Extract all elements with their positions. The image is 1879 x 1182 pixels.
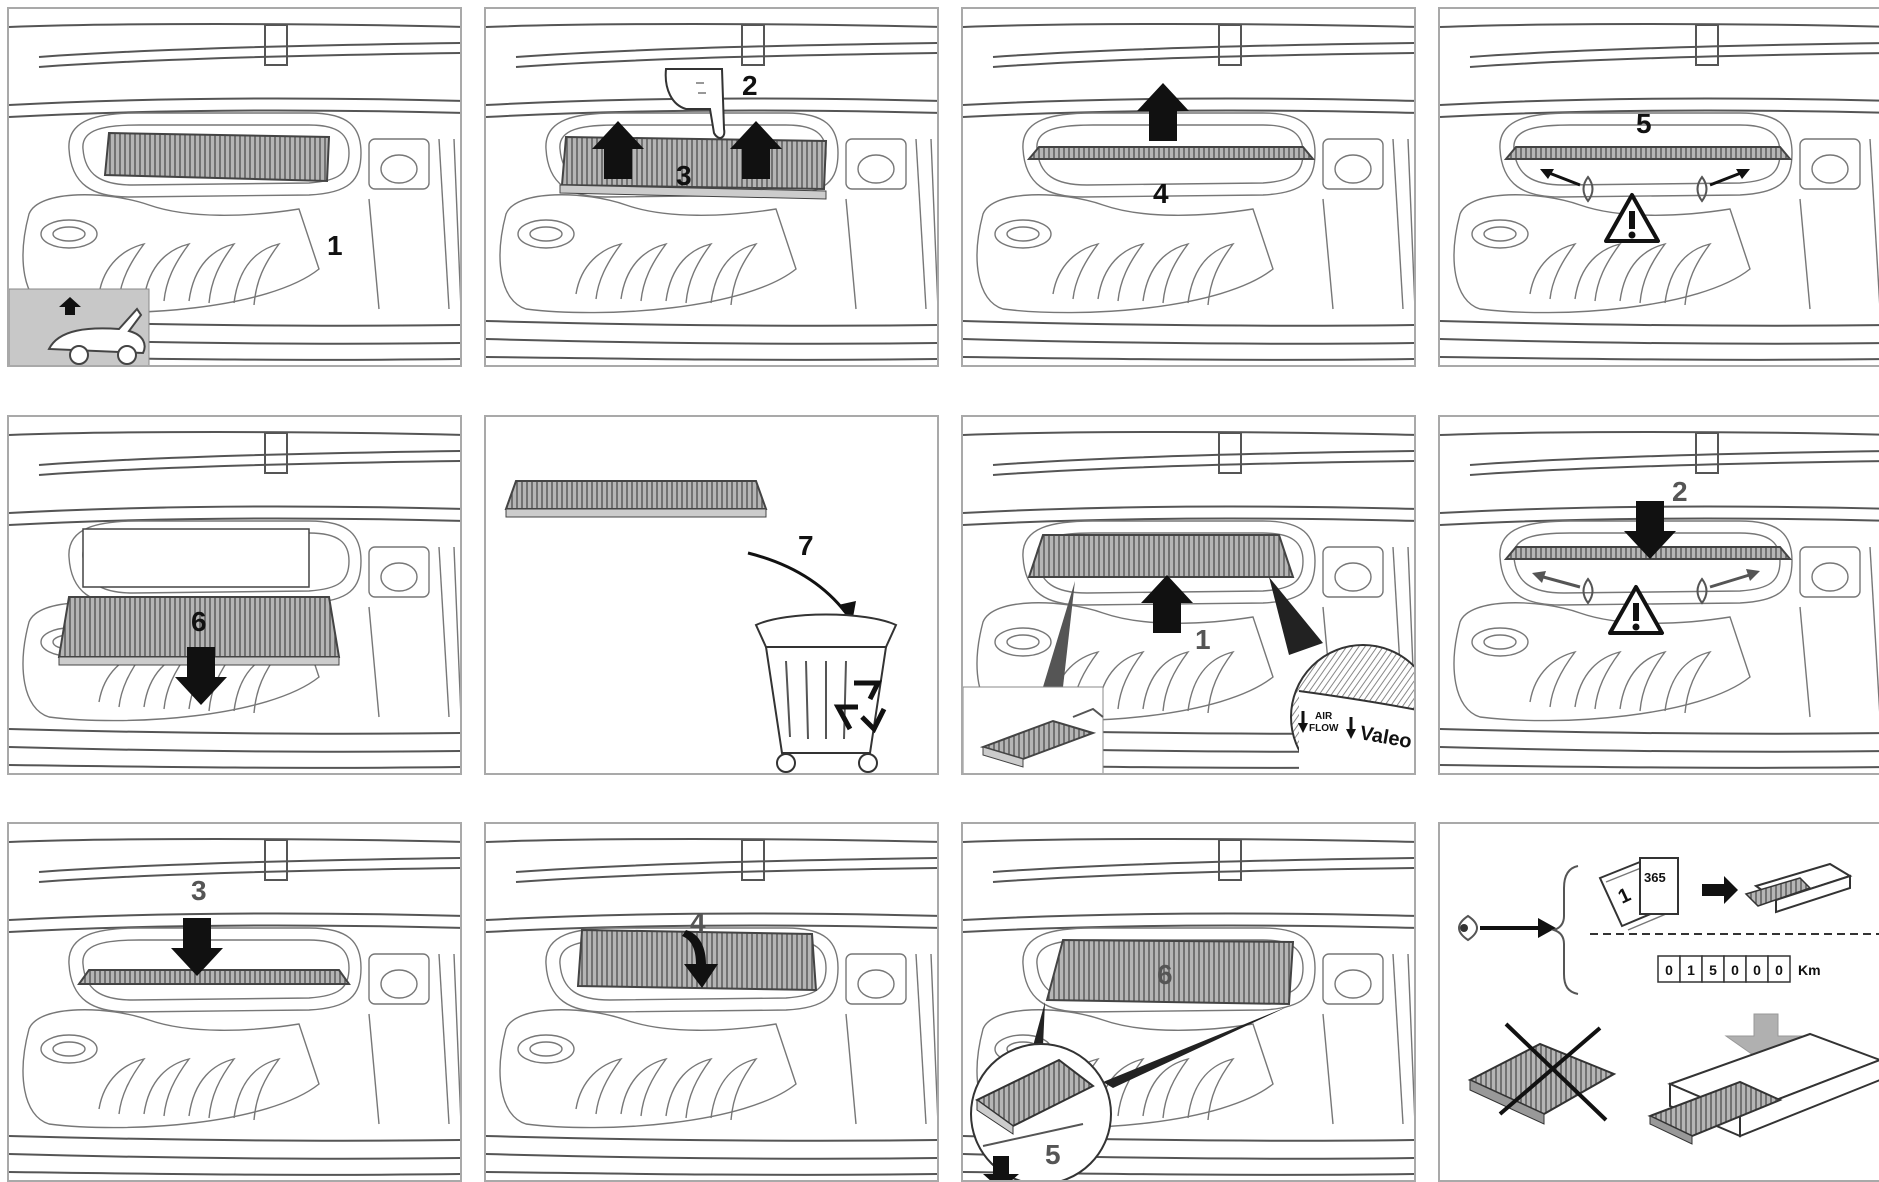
engine-bay-drawing: 5 [1440, 23, 1879, 361]
hood-open-icon [9, 288, 150, 365]
recycle-bin-icon [754, 613, 898, 773]
finger-press-icon [664, 68, 726, 139]
step-panel-3: 4 [961, 7, 1416, 367]
engine-bay-drawing: 4 [486, 838, 937, 1176]
engine-bay-drawing: 3 [9, 838, 460, 1176]
odometer-icon: 0 1 5 0 0 0 Km [1657, 955, 1821, 983]
svg-text:365: 365 [1644, 870, 1666, 885]
engine-bay-drawing: 2 [1440, 431, 1879, 769]
crossed-filter-icon [1467, 1022, 1617, 1125]
recycle-drawing: 7 [504, 480, 898, 773]
step-panel-4: 5 [1438, 7, 1879, 367]
step-label: 4 [690, 907, 706, 938]
old-filter [504, 480, 768, 510]
engine-bay-drawing: 4 [963, 23, 1414, 361]
step-label: 4 [1153, 178, 1169, 209]
svg-text:Km: Km [1798, 962, 1821, 978]
step-label: 5 [1045, 1139, 1061, 1170]
engine-bay-drawing: AIR FLOW Valeo 1 [963, 431, 1414, 773]
step-label: 1 [1195, 624, 1211, 655]
step-panel-12: 1 365 0 1 5 0 0 0 Km [1438, 822, 1879, 1182]
cabin-filter [1026, 146, 1316, 160]
maintenance-schedule-drawing: 1 365 0 1 5 0 0 0 Km [1458, 857, 1879, 1145]
svg-text:0: 0 [1665, 962, 1673, 978]
filter-seat-zoom [970, 1043, 1112, 1180]
svg-text:FLOW: FLOW [1309, 723, 1339, 734]
step-label: 6 [1157, 959, 1173, 990]
step-label: 3 [676, 160, 692, 191]
step-label: 6 [191, 606, 207, 637]
filter-detail-inset [963, 686, 1104, 773]
new-filter-box-icon [1647, 1032, 1879, 1145]
step-panel-11: 6 5 [961, 822, 1416, 1182]
step-panel-8: 2 [1438, 415, 1879, 775]
step-panel-2: 2 3 [484, 7, 939, 367]
warning-icon [1604, 193, 1660, 243]
engine-bay-drawing: 1 [9, 23, 460, 365]
step-panel-1: 1 [7, 7, 462, 367]
filter-box-icon [1744, 862, 1853, 914]
cabin-filter [1503, 146, 1793, 160]
step-panel-5: 6 [7, 415, 462, 775]
svg-text:AIR: AIR [1315, 711, 1333, 722]
airflow-label-zoom: AIR FLOW Valeo [1290, 644, 1414, 773]
engine-bay-drawing: 6 5 [963, 838, 1414, 1180]
cabin-filter [1027, 534, 1295, 578]
svg-text:0: 0 [1731, 962, 1739, 978]
step-label: 7 [798, 530, 814, 561]
svg-text:5: 5 [1709, 962, 1717, 978]
calendar-icon: 1 365 [1598, 857, 1679, 931]
step-label: 3 [191, 875, 207, 906]
warning-icon [1608, 585, 1664, 635]
engine-bay-drawing: 2 3 [486, 23, 937, 361]
step-panel-9: 3 [7, 822, 462, 1182]
step-panel-10: 4 [484, 822, 939, 1182]
step-label: 2 [1672, 476, 1688, 507]
svg-text:0: 0 [1753, 962, 1761, 978]
svg-text:1: 1 [1687, 962, 1695, 978]
cabin-filter [1045, 938, 1295, 1006]
step-label: 1 [327, 230, 343, 261]
step-panel-6: 7 [484, 415, 939, 775]
cabin-filter [103, 131, 331, 183]
step-label: 2 [742, 70, 758, 101]
step-panel-7: AIR FLOW Valeo 1 [961, 415, 1416, 775]
step-label: 5 [1636, 108, 1652, 139]
cabin-filter [77, 969, 351, 985]
svg-text:0: 0 [1775, 962, 1783, 978]
engine-bay-drawing: 6 [9, 431, 460, 769]
eye-icon [1458, 914, 1478, 942]
